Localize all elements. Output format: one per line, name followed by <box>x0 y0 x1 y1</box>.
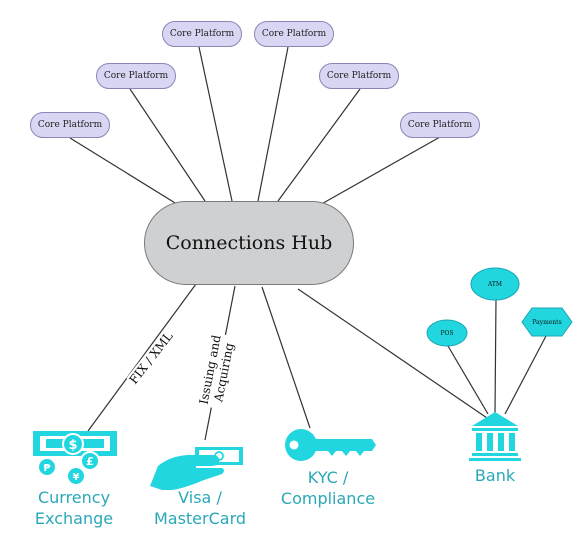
connector-line <box>69 137 181 207</box>
connector-line <box>504 335 547 415</box>
svg-text:₱: ₱ <box>44 463 51 474</box>
svg-text:¥: ¥ <box>73 472 80 483</box>
visa-mastercard-caption: Visa / MasterCard <box>150 487 250 529</box>
connector-line <box>261 286 311 429</box>
core-platform-node: Core Platform <box>400 112 480 138</box>
caption-line: Currency <box>37 488 111 507</box>
atm-node-shape <box>470 267 520 301</box>
currency-exchange-caption: Currency Exchange <box>28 487 120 529</box>
core-platform-node: Core Platform <box>254 21 334 47</box>
core-platform-node: Core Platform <box>319 63 399 89</box>
svg-text:£: £ <box>86 455 94 468</box>
connector-line <box>277 88 361 202</box>
connector-line <box>317 136 441 207</box>
connector-line <box>447 345 489 415</box>
connector-line <box>257 46 289 202</box>
connections-hub-node: Connections Hub <box>144 201 354 285</box>
core-platform-node: Core Platform <box>96 63 176 89</box>
payments-node-label: Payments <box>532 318 562 326</box>
hand-card-icon <box>150 447 243 490</box>
bank-icon <box>469 412 521 461</box>
caption-line: MasterCard <box>153 509 247 528</box>
connector-line <box>494 297 497 415</box>
pos-node-label: POS <box>440 329 454 337</box>
atm-node-label: ATM <box>487 280 503 288</box>
kyc-compliance-caption: KYC / Compliance <box>278 467 378 509</box>
bank-caption: Bank <box>474 466 516 485</box>
caption-line: Visa / <box>178 488 222 507</box>
caption-line: Compliance <box>280 489 376 508</box>
connector-line <box>129 88 206 202</box>
caption-line: KYC / <box>307 468 349 487</box>
key-icon <box>285 429 376 461</box>
payments-node-shape <box>521 307 573 337</box>
caption-line: Exchange <box>34 509 114 528</box>
pos-node-shape <box>426 319 468 347</box>
banknote-coins-icon: $ £ ₱ ¥ <box>33 431 117 486</box>
connector-line <box>297 288 491 421</box>
svg-text:$: $ <box>68 438 77 453</box>
core-platform-node: Core Platform <box>162 21 242 47</box>
connector-line <box>198 46 233 202</box>
core-platform-node: Core Platform <box>30 112 110 138</box>
